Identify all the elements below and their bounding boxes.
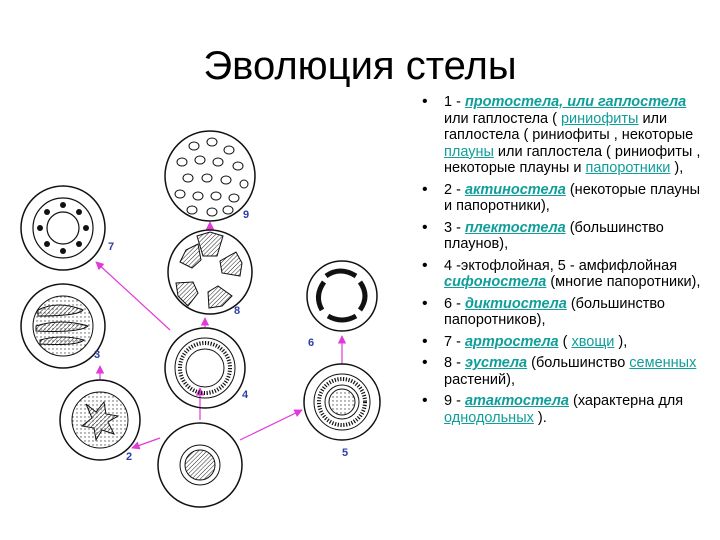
- label-6: 6: [308, 337, 314, 349]
- label-5: 5: [342, 447, 348, 459]
- term-link[interactable]: семенных: [629, 355, 697, 371]
- term-link[interactable]: протостела, или гаплостела: [464, 94, 687, 110]
- item-text: или гаплостела ( риниофиты , некоторые: [444, 110, 694, 144]
- term-link[interactable]: хвощи: [571, 333, 615, 350]
- slide-title: Эволюция стелы: [203, 44, 517, 88]
- list-item: 4 -эктофлойная, 5 - амфифлойная сифоност…: [420, 258, 710, 291]
- label-7: 7: [108, 241, 114, 253]
- stele-3-plectostele: [20, 283, 106, 369]
- label-3: 3: [94, 349, 100, 361]
- term-link[interactable]: однодольных: [444, 409, 534, 426]
- stele-4-ectophloic-siphonostele: [164, 327, 246, 409]
- list-item: 3 - плектостела (большинство плаунов),: [420, 220, 710, 253]
- item-text: (некоторые плауны и папоротники),: [444, 181, 701, 215]
- stele-6-dictyostele: [306, 260, 378, 332]
- item-text: (характерна для: [568, 393, 684, 409]
- item-text: 4 -эктофлойная, 5 - амфифлойная: [444, 257, 678, 274]
- term-link[interactable]: риниофиты: [560, 110, 639, 127]
- arrow-1-to-5: [239, 409, 303, 441]
- item-text: (многие папоротники),: [546, 274, 701, 290]
- item-text: (большинство плаунов),: [444, 219, 664, 253]
- label-8: 8: [234, 305, 240, 317]
- term-link[interactable]: плектостела: [464, 219, 566, 236]
- item-text: или гаплостела (: [444, 110, 561, 127]
- stele-8-eustele: [167, 229, 253, 315]
- item-text: ),: [670, 160, 684, 176]
- item-text: растений),: [444, 371, 515, 388]
- term-link[interactable]: сифоностела: [444, 274, 547, 290]
- stele-9-atactostele: [164, 130, 256, 222]
- item-text: (большинство папоротников),: [444, 295, 665, 329]
- stele-5-amphiphloic-siphonostele: [303, 363, 381, 441]
- list-item: 9 - атактостела (характерна для однодоль…: [420, 393, 710, 426]
- item-text: (: [558, 333, 572, 350]
- stele-2-actinostele: [59, 379, 141, 461]
- evolution-arrows: [95, 221, 347, 450]
- label-2: 2: [126, 451, 132, 463]
- item-text: ),: [614, 333, 628, 350]
- term-link[interactable]: эустела: [464, 355, 528, 371]
- item-text: ).: [533, 409, 547, 426]
- stele-evolution-diagram: 9 7 8 6: [20, 130, 381, 508]
- arrow-4-to-7: [95, 261, 171, 331]
- item-text: 6 -: [444, 295, 465, 312]
- item-text: 9 -: [444, 393, 465, 409]
- term-link[interactable]: актиностела: [464, 181, 566, 198]
- list-item: 2 - актиностела (некоторые плауны и папо…: [420, 182, 710, 215]
- list-item: 1 - протостела, или гаплостела или гапло…: [420, 94, 710, 177]
- term-link[interactable]: плауны: [444, 143, 494, 160]
- item-text: (большинство: [527, 355, 630, 371]
- item-text: 3 -: [444, 219, 465, 236]
- item-text: 2 -: [444, 181, 465, 198]
- stele-7-arthrostele: [20, 185, 106, 271]
- label-4: 4: [242, 389, 249, 401]
- item-text: 1 -: [444, 94, 465, 110]
- item-text: 7 -: [444, 333, 465, 350]
- label-9: 9: [243, 209, 249, 221]
- list-item: 6 - диктиостела (большинство папоротнико…: [420, 296, 710, 329]
- list-item: 8 - эустела (большинство семенных растен…: [420, 355, 710, 388]
- term-link[interactable]: папоротники: [585, 160, 671, 176]
- arrow-1-to-2: [131, 437, 161, 450]
- list-item: 7 - артростела ( хвощи ),: [420, 334, 710, 351]
- term-link[interactable]: артростела: [464, 333, 559, 350]
- term-link[interactable]: атактостела: [464, 393, 569, 409]
- stele-1-protostele: [157, 422, 243, 508]
- item-text: или гаплостела ( риниофиты , некоторые п…: [444, 143, 701, 177]
- stele-types-list: 1 - протостела, или гаплостела или гапло…: [420, 94, 710, 431]
- item-text: 8 -: [444, 355, 465, 371]
- term-link[interactable]: диктиостела: [464, 295, 567, 312]
